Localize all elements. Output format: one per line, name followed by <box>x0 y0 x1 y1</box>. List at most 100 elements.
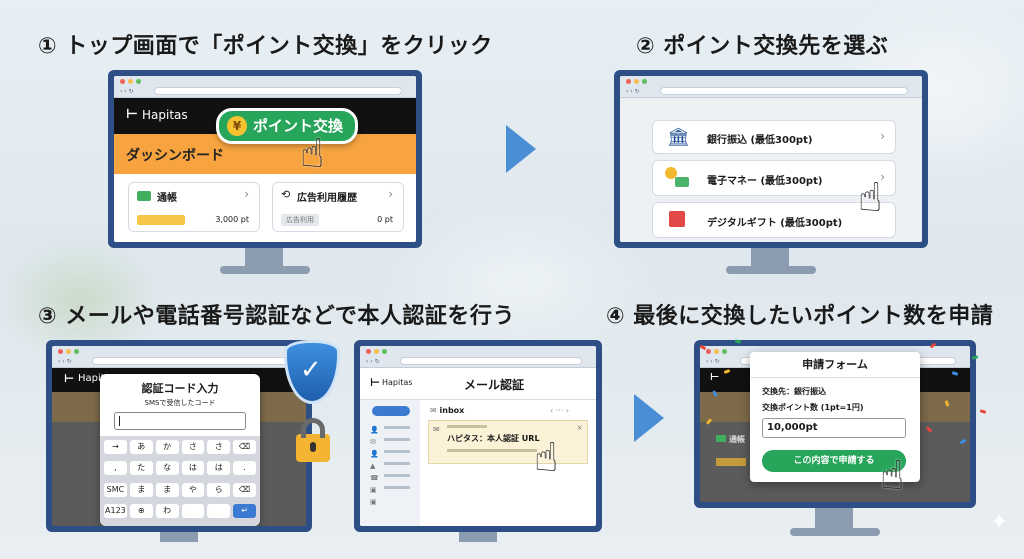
keyboard-key[interactable] <box>207 503 231 518</box>
keyboard-key[interactable]: さ <box>207 440 231 454</box>
option-digital-gift[interactable]: デジタルギフト (最低300pt) <box>652 202 896 238</box>
url-bar[interactable] <box>660 87 908 95</box>
card-ad-history-label: 広告利用履歴 <box>297 193 357 204</box>
point-exchange-label: ポイント交換 <box>252 117 343 135</box>
keyboard-key[interactable]: は <box>207 461 231 476</box>
brand-name: Hapitas <box>78 373 117 384</box>
close-icon[interactable]: × <box>576 423 583 432</box>
hapitas-logo-icon: ⊢ <box>710 372 720 383</box>
chevron-right-icon: › <box>880 129 885 143</box>
yen-coin-icon: ¥ <box>227 116 247 136</box>
option-gift-label: デジタルギフト (最低300pt) <box>707 218 843 229</box>
mail-subject: ハピタス：本人認証 URL <box>447 434 540 443</box>
chevron-right-icon: › <box>880 170 885 184</box>
step3-heading: ③ メールや電話番号認証などで本人認証を行う <box>38 304 515 329</box>
pointer-hand-icon: ☝ <box>880 453 905 499</box>
form-destination: 交換先：銀行振込 <box>762 387 826 396</box>
pointer-hand-icon: ☝ <box>858 175 883 221</box>
point-exchange-button[interactable]: ¥ ポイント交換 <box>216 108 358 144</box>
dialog-subtitle: SMSで受信したコード <box>144 399 216 407</box>
money-icon <box>675 177 689 187</box>
keyboard-key[interactable]: は <box>181 461 205 476</box>
chevron-right-icon: › <box>244 187 249 201</box>
coin-icon <box>665 167 677 179</box>
dashboard-title: ダッシンボード <box>126 148 224 164</box>
keyboard-key[interactable]: ⌫ <box>233 440 256 454</box>
card-ad-value: 0 pt <box>377 215 393 224</box>
form-title: 申請フォーム <box>750 352 920 378</box>
option-bank-label: 銀行振込 (最低300pt) <box>707 135 813 146</box>
application-form: 申請フォーム 交換先：銀行振込 交換ポイント数 (1pt=1円) 10,000p… <box>750 352 920 482</box>
dialog-title: 認証コード入力 <box>141 382 219 395</box>
keyboard-key[interactable]: あ <box>129 440 153 454</box>
hapitas-logo-icon: ⊢ <box>64 372 75 385</box>
nav-arrows-icon: ‹ › ↻ <box>120 88 134 95</box>
points-input[interactable]: 10,000pt <box>762 418 906 438</box>
chevron-right-icon: › <box>388 187 393 201</box>
inbox-label: inbox <box>439 406 465 415</box>
keyboard-key[interactable]: わ <box>155 503 179 518</box>
gift-icon <box>669 211 685 227</box>
step2-heading: ② ポイント交換先を選ぶ <box>636 34 889 59</box>
keyboard-key[interactable]: ま <box>155 482 179 497</box>
mail-icon: ✉ <box>430 406 440 415</box>
compose-button[interactable] <box>372 406 410 416</box>
keyboard-key[interactable]: SMC <box>104 482 127 497</box>
step4-heading: ④ 最後に交換したいポイント数を申請 <box>606 304 994 329</box>
inbox-header: ✉ inbox <box>430 406 464 415</box>
mail-icon: ✉ <box>433 425 440 434</box>
sidebar-icons: 👤✉👤▲☎▣▣ <box>370 426 379 506</box>
form-points-label: 交換ポイント数 (1pt=1円) <box>762 403 864 412</box>
option-e-money[interactable]: 電子マネー (最低300pt) › <box>652 160 896 196</box>
sparkle-icon: ✦ <box>990 510 1009 535</box>
card-passbook-label: 通帳 <box>157 193 177 204</box>
bank-icon: 🏛 <box>667 127 690 148</box>
keyboard-key[interactable]: か <box>155 440 179 454</box>
pointer-hand-icon: ☝ <box>534 435 559 481</box>
arrow-right-icon <box>506 125 536 173</box>
card-passbook-value: 3,000 pt <box>215 215 249 224</box>
submit-button[interactable]: この内容で申請する <box>762 450 906 472</box>
hapitas-logo-icon: ⊢ <box>370 376 381 389</box>
mail-sidebar: 👤✉👤▲☎▣▣ <box>360 400 420 526</box>
passbook-icon <box>137 191 151 201</box>
yellow-tag <box>137 215 185 225</box>
step1-heading: ① トップ画面で「ポイント交換」をクリック <box>38 34 493 59</box>
code-input[interactable] <box>114 412 246 430</box>
option-bank-transfer[interactable]: 🏛 銀行振込 (最低300pt) › <box>652 120 896 154</box>
keyboard-key[interactable]: な <box>155 461 179 476</box>
nav-arrows-icon: ‹ › ↻ <box>626 88 640 95</box>
ad-tag: 広告利用 <box>281 214 319 226</box>
padlock-icon <box>296 418 330 462</box>
bg-passbook-label: 通帳 <box>716 434 745 445</box>
inbox-nav-icon: ‹ ··· › <box>550 406 570 415</box>
keyboard-key[interactable]: や <box>181 482 205 497</box>
keyboard-key[interactable]: ら <box>207 482 231 497</box>
keyboard-key[interactable]: ま <box>129 482 153 497</box>
keyboard-key[interactable] <box>181 503 205 518</box>
keyboard-key[interactable]: た <box>129 461 153 476</box>
mail-item[interactable]: ✉ ハピタス：本人認証 URL × <box>428 420 588 464</box>
option-emoney-label: 電子マネー (最低300pt) <box>707 176 823 187</box>
browser-chrome: ‹ › ↻ <box>114 76 416 98</box>
pointer-hand-icon: ☝ <box>300 131 325 177</box>
brand-name: Hapitas <box>142 108 188 122</box>
keyboard-key[interactable]: → <box>104 440 127 454</box>
hapitas-logo-icon: ⊢ <box>126 107 138 122</box>
url-bar[interactable] <box>154 87 402 95</box>
card-ad-history[interactable]: ⟲ 広告利用履歴 › 広告利用 0 pt <box>272 182 404 232</box>
keyboard-key[interactable]: さ <box>181 440 205 454</box>
keyboard-key[interactable]: A123 <box>104 503 127 518</box>
mail-auth-title: メール認証 <box>464 378 525 392</box>
keyboard-key[interactable]: ↵ <box>233 503 256 518</box>
keyboard-key[interactable]: , <box>104 461 127 476</box>
keyboard-key[interactable]: ⊕ <box>129 503 153 518</box>
arrow-right-icon <box>634 394 664 442</box>
keyboard-key[interactable]: . <box>233 461 256 476</box>
keyboard-key[interactable]: ⌫ <box>233 482 256 497</box>
history-icon: ⟲ <box>281 188 291 201</box>
card-passbook[interactable]: 通帳 › 3,000 pt <box>128 182 260 232</box>
brand-name: Hapitas <box>382 378 413 387</box>
